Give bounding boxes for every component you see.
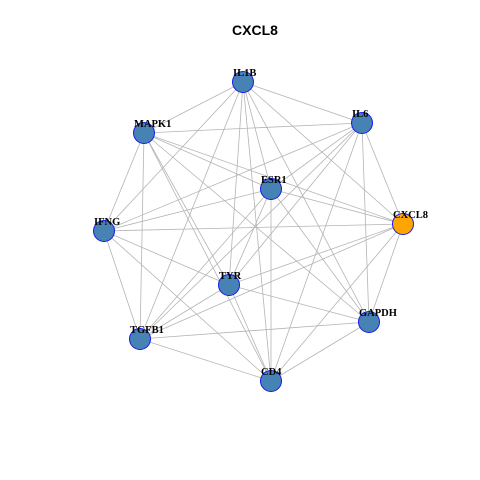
edge-il6-cd4	[270, 122, 363, 382]
node-label: ESR1	[261, 175, 287, 186]
edge-cxcl8-gapdh	[368, 223, 404, 323]
node-label: GAPDH	[359, 308, 397, 319]
edge-il1b-cxcl8	[242, 81, 404, 225]
node-ifng: IFNG	[93, 217, 120, 242]
edge-il1b-ifng	[103, 81, 244, 232]
edge-tyr-gapdh	[228, 284, 370, 323]
edge-il1b-esr1	[242, 81, 272, 190]
edge-il1b-tgfb1	[139, 81, 244, 340]
node-esr1: ESR1	[260, 175, 287, 200]
node-label: TYR	[219, 271, 242, 282]
edge-gapdh-tgfb1	[139, 321, 370, 340]
edge-cxcl8-tgfb1	[139, 223, 404, 340]
node-circle	[232, 71, 254, 93]
node-tyr: TYR	[218, 271, 242, 296]
node-tgfb1: TGFB1	[129, 325, 164, 350]
node-label: TGFB1	[130, 325, 164, 336]
edge-il1b-mapk1	[143, 81, 244, 134]
node-circle	[392, 213, 414, 235]
edge-ifng-tgfb1	[103, 230, 141, 340]
node-il6: IL6	[351, 109, 373, 134]
edge-esr1-tyr	[228, 188, 272, 286]
node-cxcl8: CXCL8	[392, 210, 428, 235]
edge-gapdh-cd4	[270, 321, 370, 382]
node-circle	[129, 328, 151, 350]
edge-mapk1-tyr	[143, 132, 230, 286]
edge-esr1-tgfb1	[139, 188, 272, 340]
node-circle	[218, 274, 240, 296]
edge-il6-ifng	[103, 122, 363, 232]
edge-esr1-cxcl8	[270, 188, 404, 225]
edge-il1b-gapdh	[242, 81, 370, 323]
node-il1b: IL1B	[232, 68, 256, 93]
node-circle	[93, 220, 115, 242]
node-gapdh: GAPDH	[358, 308, 397, 333]
edge-esr1-ifng	[103, 188, 272, 232]
edge-ifng-cd4	[103, 230, 272, 382]
edge-il6-cxcl8	[361, 122, 404, 225]
node-circle	[351, 112, 373, 134]
edge-esr1-gapdh	[270, 188, 370, 323]
edge-cxcl8-tyr	[228, 223, 404, 286]
node-label: CXCL8	[393, 210, 428, 221]
node-label: IFNG	[94, 217, 120, 228]
node-label: IL6	[352, 109, 368, 120]
edges-layer	[103, 81, 404, 382]
node-cd4: CD4	[260, 367, 282, 392]
edge-mapk1-esr1	[143, 132, 272, 190]
edge-il1b-il6	[242, 81, 363, 124]
edge-cxcl8-cd4	[270, 223, 404, 382]
edge-ifng-tyr	[103, 230, 230, 286]
edge-il6-tyr	[228, 122, 363, 286]
diagram-title: CXCL8	[232, 22, 278, 38]
edge-tyr-tgfb1	[139, 284, 230, 340]
edge-mapk1-ifng	[103, 132, 145, 232]
node-label: IL1B	[233, 68, 256, 79]
node-label: MAPK1	[134, 119, 171, 130]
node-circle	[133, 122, 155, 144]
node-label: CD4	[261, 367, 282, 378]
edge-il1b-cd4	[242, 81, 272, 382]
node-circle	[260, 178, 282, 200]
edge-mapk1-cd4	[143, 132, 272, 382]
node-mapk1: MAPK1	[133, 119, 171, 144]
node-circle	[260, 370, 282, 392]
edge-il6-esr1	[270, 122, 363, 190]
edge-il1b-tyr	[228, 81, 244, 286]
edge-tyr-cd4	[228, 284, 272, 382]
edge-il6-mapk1	[143, 122, 363, 134]
edge-tgfb1-cd4	[139, 338, 272, 382]
edge-il6-gapdh	[361, 122, 370, 323]
node-circle	[358, 311, 380, 333]
edge-mapk1-tgfb1	[139, 132, 145, 340]
edge-ifng-cxcl8	[103, 223, 404, 232]
edge-il6-tgfb1	[139, 122, 363, 340]
